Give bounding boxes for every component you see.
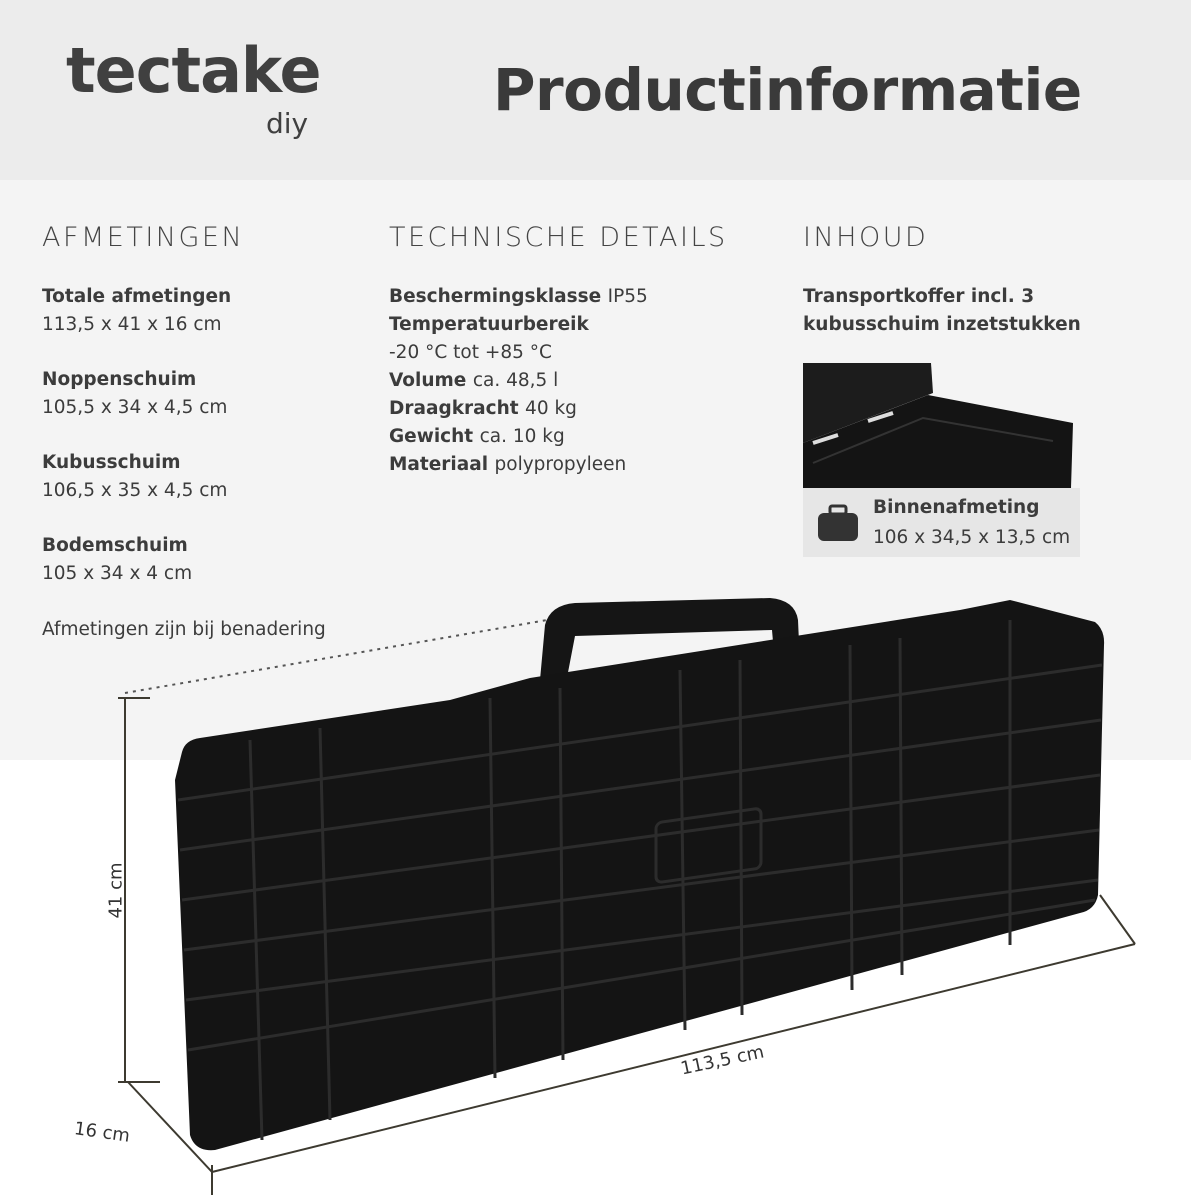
inner-dimension-label: Binnenafmeting: [873, 497, 1040, 518]
case-body: [175, 600, 1105, 1151]
spec-label: Gewicht: [389, 426, 474, 447]
inner-dimension-value: 106 x 34,5 x 13,5 cm: [873, 527, 1071, 548]
inner-dimension-box: Binnenafmeting 106 x 34,5 x 13,5 cm: [803, 488, 1080, 557]
technisch-column: TECHNISCHE DETAILS Beschermingsklasse IP…: [389, 222, 728, 479]
approximation-note: Afmetingen zijn bij benadering: [42, 619, 326, 640]
spec-value: -20 °C tot +85 °C: [389, 342, 552, 363]
page-title: Productinformatie: [493, 56, 1082, 124]
afmetingen-column: AFMETINGEN Totale afmetingen 113,5 x 41 x…: [42, 222, 244, 615]
contents-line: Transportkoffer incl. 3: [803, 286, 1035, 307]
spec-label: Totale afmetingen: [42, 286, 232, 307]
handle: [540, 598, 800, 688]
spec-value: polypropyleen: [494, 454, 627, 475]
header: tectake diy Productinformatie: [0, 0, 1191, 180]
brand-logo-sub: diy: [266, 107, 309, 140]
spec-value: IP55: [607, 286, 648, 307]
spec-label: Volume: [389, 370, 467, 391]
afmetingen-heading: AFMETINGEN: [42, 222, 245, 253]
brand-logo: tectake: [66, 34, 322, 107]
dashed-guide: [124, 613, 583, 694]
spec-label: Bodemschuim: [42, 535, 188, 556]
suitcase-icon: [818, 504, 858, 541]
contents-line: kubusschuim inzetstukken: [803, 314, 1081, 335]
spec-label: Materiaal: [389, 454, 489, 475]
spec-value: 113,5 x 41 x 16 cm: [42, 314, 222, 335]
spec-value: ca. 10 kg: [479, 426, 565, 447]
spec-label: Kubusschuim: [42, 452, 181, 473]
spec-value: ca. 48,5 l: [472, 370, 559, 391]
technisch-heading: TECHNISCHE DETAILS: [389, 222, 728, 253]
inhoud-column: INHOUD Transportkoffer incl. 3 kubusschu…: [803, 222, 1081, 339]
dimension-lines: [118, 697, 1136, 1195]
inhoud-heading: INHOUD: [803, 222, 929, 253]
spec-label: Draagkracht: [389, 398, 519, 419]
spec-value: 105 x 34 x 4 cm: [42, 563, 193, 584]
spec-label: Beschermingsklasse: [389, 286, 602, 307]
spec-label: Temperatuurbereik: [389, 314, 589, 335]
spec-label: Noppenschuim: [42, 369, 197, 390]
spec-value: 105,5 x 34 x 4,5 cm: [42, 397, 228, 418]
open-case-image: [803, 363, 1073, 488]
height-label: 41 cm: [105, 862, 127, 919]
spec-value: 106,5 x 35 x 4,5 cm: [42, 480, 228, 501]
spec-value: 40 kg: [525, 398, 577, 419]
